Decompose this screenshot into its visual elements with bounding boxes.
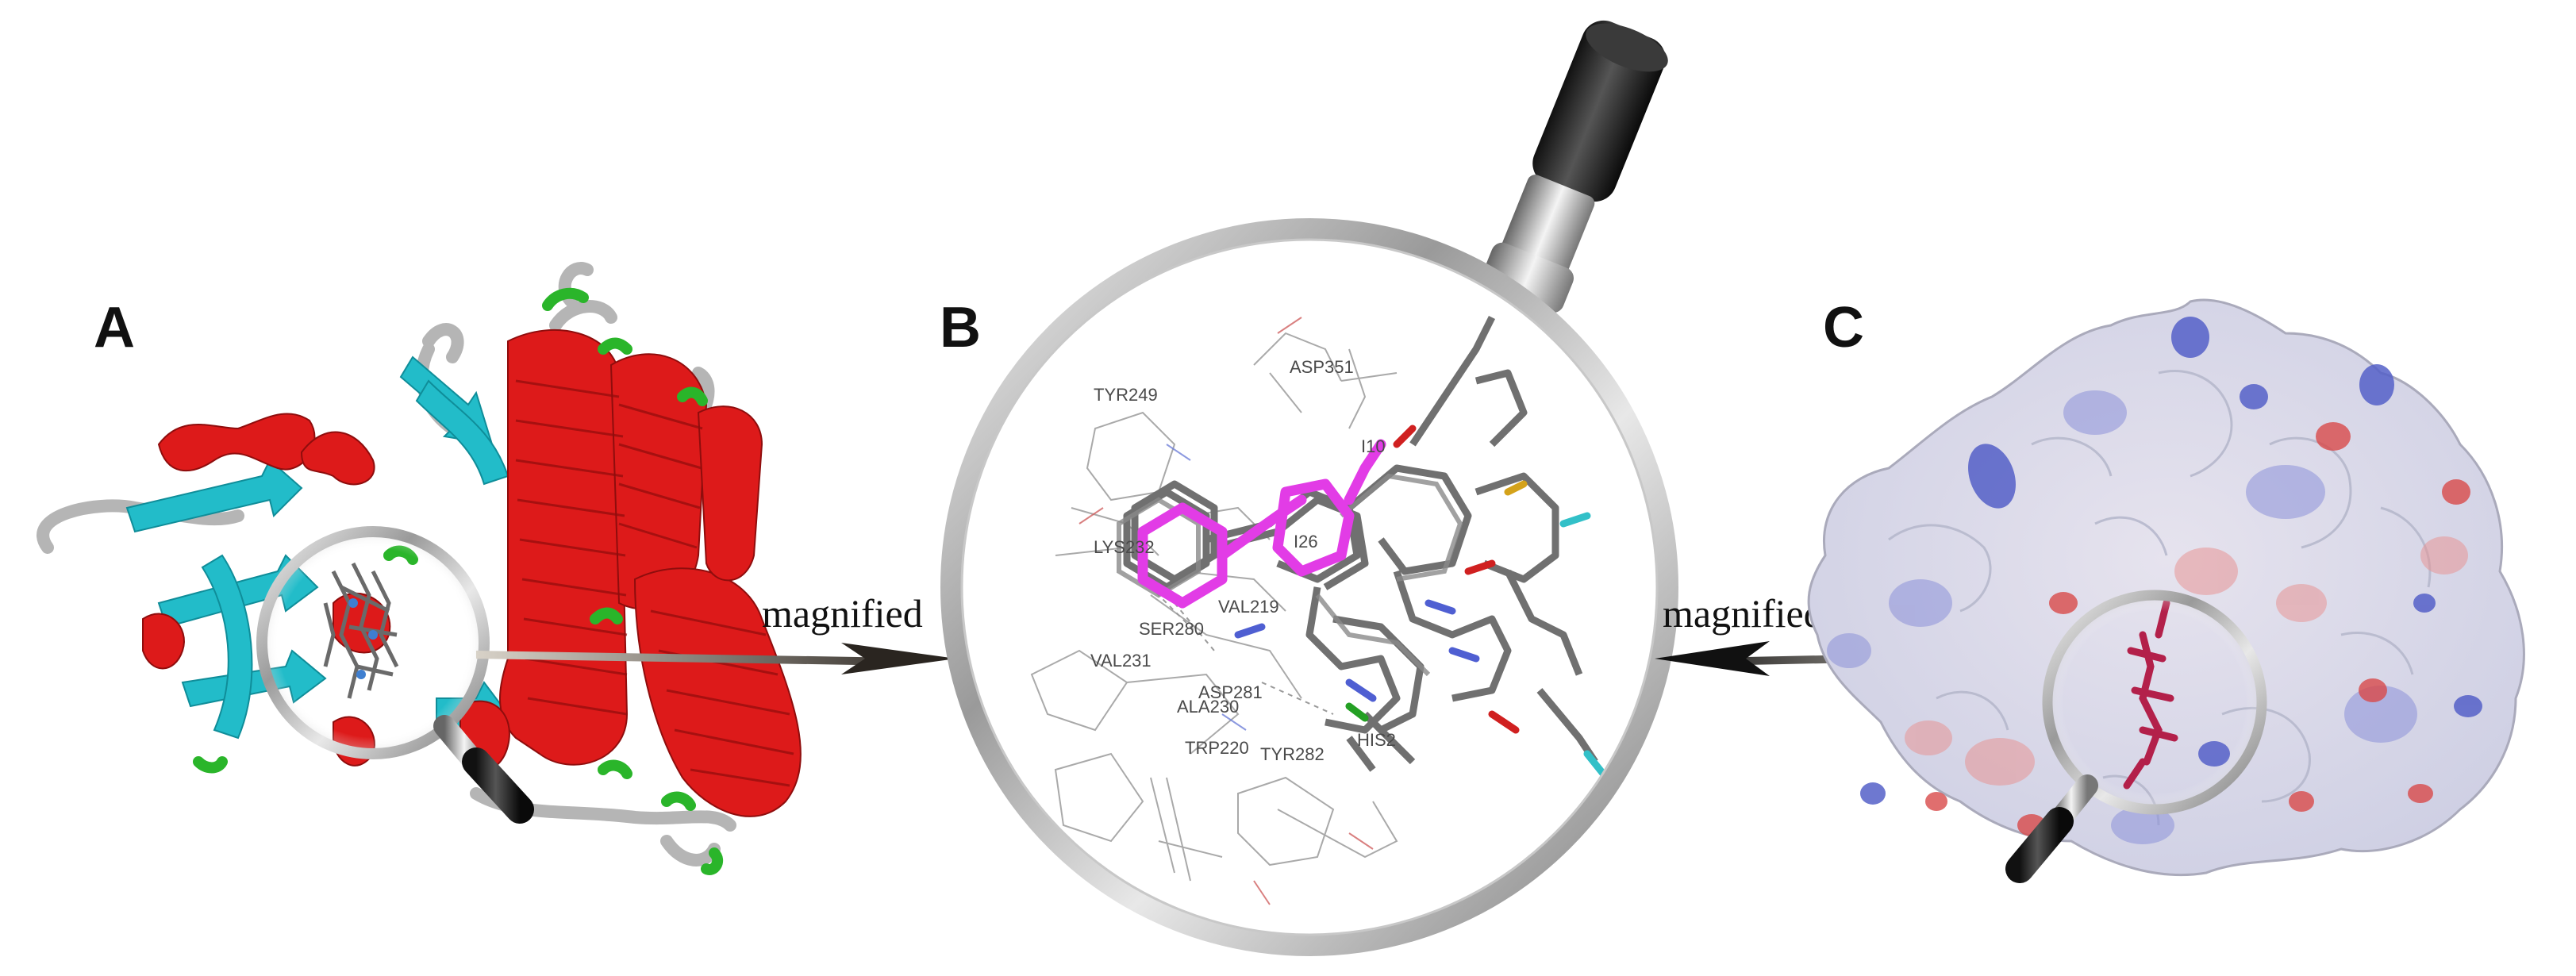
- residue-label: I10: [1361, 436, 1386, 456]
- positive-patches-light: [1827, 390, 2417, 844]
- panel-c-letter: C: [1823, 296, 1864, 359]
- positive-patches: [1860, 317, 2482, 805]
- docked-ligands-overlay: [1117, 473, 1463, 677]
- residue-label: TYR282: [1260, 744, 1325, 764]
- protein-surface: [1807, 298, 2525, 877]
- panel-a: A: [37, 262, 802, 875]
- arrow-right-label: magnified: [1663, 591, 1824, 636]
- residue-label: ALA230: [1177, 697, 1239, 717]
- magnifier-b-inner-ring: [960, 238, 1659, 936]
- residue-label: ASP351: [1290, 357, 1354, 377]
- residue-label: LYS232: [1094, 537, 1155, 557]
- arrow-left-label: magnified: [762, 591, 923, 636]
- residue-label: SER280: [1139, 619, 1204, 639]
- binding-pocket-view: ASP351 TYR249 LYS232 SER280 VAL219 VAL23…: [940, 218, 1678, 956]
- residue-label: I26: [1294, 532, 1318, 551]
- magnifier-a: [256, 526, 534, 824]
- panel-a-letter: A: [94, 296, 135, 359]
- residue-wireframes: [1030, 332, 1398, 882]
- panel-b: B: [940, 20, 1678, 956]
- magnifier-b-ring: [940, 218, 1678, 956]
- panel-b-letter: B: [940, 296, 981, 359]
- residue-label: VAL231: [1090, 651, 1152, 671]
- residue-label: HIS2: [1357, 730, 1396, 750]
- residue-label: ASP281: [1198, 682, 1263, 702]
- residue-label: VAL219: [1218, 597, 1279, 617]
- arrow-left-to-b: magnified: [476, 591, 956, 674]
- panel-c: C: [1807, 296, 2525, 883]
- residue-labels: ASP351 TYR249 LYS232 SER280 VAL219 VAL23…: [1090, 357, 1396, 764]
- heteroatoms: [1234, 425, 1607, 778]
- negative-patches-light: [1905, 536, 2468, 786]
- oxygen-lines: [1078, 317, 1374, 905]
- highlighted-ligand: [1137, 439, 1386, 609]
- residue-label: TYR249: [1094, 385, 1158, 405]
- magnifier-c: [2005, 590, 2267, 883]
- residue-label: TRP220: [1185, 738, 1249, 758]
- negative-patches: [1925, 422, 2470, 836]
